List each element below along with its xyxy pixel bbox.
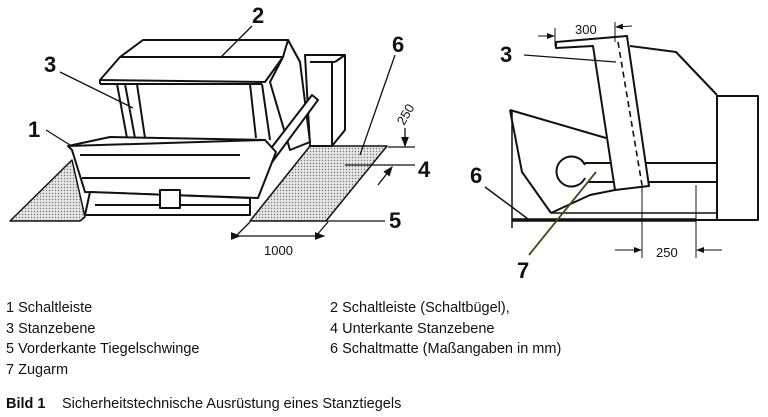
rear-block — [716, 95, 759, 221]
callout-5: 5 — [389, 208, 401, 233]
callout-6: 6 — [392, 32, 404, 57]
tray — [67, 136, 277, 199]
dimension-300: 300 — [575, 22, 597, 37]
left-view — [9, 25, 415, 240]
dimension-1000: 1000 — [264, 243, 293, 258]
caption-label: Bild 1 — [6, 396, 46, 412]
legend-item: 4 Unterkante Stanzebene — [330, 320, 495, 337]
legend-item: 1 Schaltleiste — [6, 300, 93, 316]
figure-caption: Bild 1 Sicherheitstechnische Ausrüstung e… — [6, 396, 401, 412]
caption-text: Sicherheitstechnische Ausrüstung eines S… — [62, 396, 402, 412]
legend-item: 5 Vorderkante Tiegelschwinge — [6, 341, 200, 357]
pivot — [555, 155, 586, 188]
latch — [159, 189, 181, 209]
legend-item: 6 Schaltmatte (Maßangaben in mm) — [330, 341, 562, 357]
right-view — [484, 22, 759, 258]
callout-2: 2 — [252, 3, 264, 28]
floor-mat-left — [9, 159, 86, 222]
dimension-250-right: 250 — [656, 245, 678, 260]
legend-item: 3 Stanzebene — [6, 320, 96, 337]
platen-swing — [509, 109, 552, 214]
callout-1: 1 — [28, 117, 40, 142]
dimension-250-left: 250 — [394, 101, 418, 127]
callout-3-right: 3 — [500, 42, 512, 67]
stanztiegel-diagram: 2 3 1 6 4 5 250 1000 3 6 7 300 — [9, 3, 759, 283]
legend-item: 7 Zugarm — [6, 361, 69, 378]
top-housing — [629, 45, 718, 96]
callout-7: 7 — [517, 258, 529, 283]
punch-plane — [555, 35, 650, 191]
callout-3: 3 — [44, 52, 56, 77]
pull-arm — [528, 171, 597, 256]
top-plate — [99, 56, 284, 83]
callout-6-right: 6 — [470, 163, 482, 188]
callout-4: 4 — [418, 157, 431, 182]
legend-column-1: 1 Schaltleiste 3 Stanzebene 5 Vorderkant… — [6, 298, 199, 380]
legend-item: 2 Schaltleiste (Schaltbügel), — [330, 300, 510, 316]
legend-column-2: 2 Schaltleiste (Schaltbügel), 4 Unterkan… — [330, 298, 561, 360]
